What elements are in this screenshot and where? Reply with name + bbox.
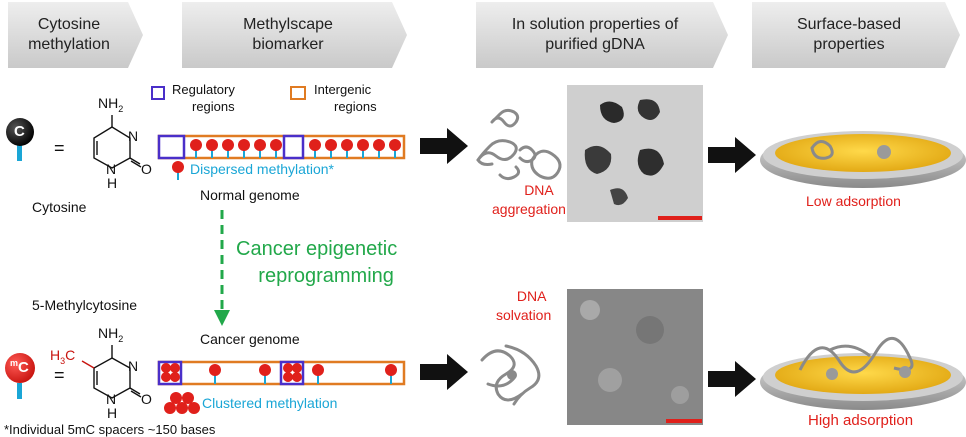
methylcytosine-nh2: NH2 — [98, 325, 124, 344]
tem-image-aggregation — [567, 85, 703, 222]
cytosine-n-bottom: N — [106, 161, 117, 177]
cytosine-n-ring: N — [128, 128, 139, 144]
cancer-genome-bar — [157, 360, 406, 386]
reprogramming-arrow — [214, 210, 230, 326]
methylcytosine-h: H — [107, 405, 118, 421]
cytosine-label: Cytosine — [32, 199, 87, 215]
low-adsorption-label: Low adsorption — [806, 193, 901, 209]
legend-regulatory-box — [151, 86, 165, 100]
solvated-dna-illustration — [480, 344, 541, 406]
arrow-right-icon — [420, 354, 468, 390]
footnote: *Individual 5mC spacers ~150 bases — [4, 422, 216, 437]
surface-high-adsorption — [760, 337, 966, 410]
methylcytosine-n-ring: N — [128, 358, 139, 374]
cytosine-equals: = — [54, 138, 65, 158]
methylcytosine-label: 5-Methylcytosine — [32, 297, 138, 313]
surface-low-adsorption — [760, 131, 966, 188]
methylcytosine-o: O — [141, 391, 152, 407]
methylcytosine-h3c: H3C — [50, 347, 76, 366]
cytosine-symbol-letter: C — [14, 123, 25, 140]
methylcytosine-symbol-letter: mC — [10, 358, 29, 376]
chevron-shape — [8, 2, 143, 68]
methylcytosine-equals: = — [54, 365, 65, 385]
clustered-methylation-marker — [164, 392, 200, 414]
aggregated-dna-illustration — [476, 108, 562, 181]
chevron-shape — [476, 2, 728, 68]
arrow-right-icon — [420, 128, 468, 164]
normal-genome-label: Normal genome — [200, 187, 300, 203]
methylcytosine-n-bottom: N — [106, 391, 117, 407]
tem-image-solvation — [567, 289, 703, 425]
high-adsorption-label: High adsorption — [808, 412, 914, 429]
legend-intergenic-box — [290, 86, 306, 100]
arrow-right-icon — [708, 137, 756, 173]
dispersed-methylation-label: Dispersed methylation* — [190, 161, 334, 177]
cytosine-h: H — [107, 175, 118, 191]
chevron-shape — [182, 2, 407, 68]
cytosine-structure — [93, 115, 142, 169]
clustered-methylation-label: Clustered methylation — [202, 395, 338, 411]
chevron-shape — [752, 2, 960, 68]
cytosine-symbol — [6, 118, 34, 161]
methylcytosine-symbol — [5, 353, 35, 399]
cytosine-nh2: NH2 — [98, 95, 124, 114]
cytosine-o: O — [141, 161, 152, 177]
methylcytosine-structure — [81, 345, 142, 399]
cancer-genome-label: Cancer genome — [200, 331, 300, 347]
arrow-right-icon — [708, 361, 756, 397]
dispersed-methylation-marker — [172, 161, 184, 180]
normal-genome-bar — [157, 134, 406, 160]
